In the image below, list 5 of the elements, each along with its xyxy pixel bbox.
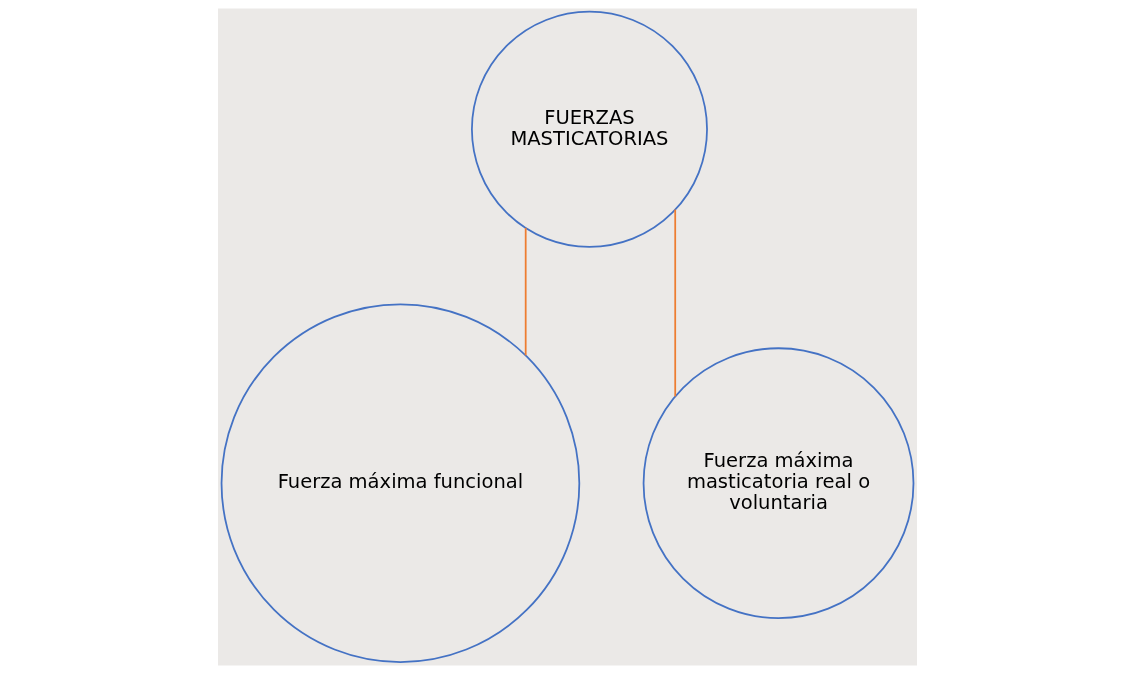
node-circle: Fuerza máxima masticatoria real o voluntaria [642, 347, 915, 620]
node-circle: FUERZAS MASTICATORIAS [471, 10, 708, 248]
node-circle: Fuerza máxima funcional [220, 303, 581, 663]
connector [674, 208, 677, 398]
connector [524, 227, 527, 357]
